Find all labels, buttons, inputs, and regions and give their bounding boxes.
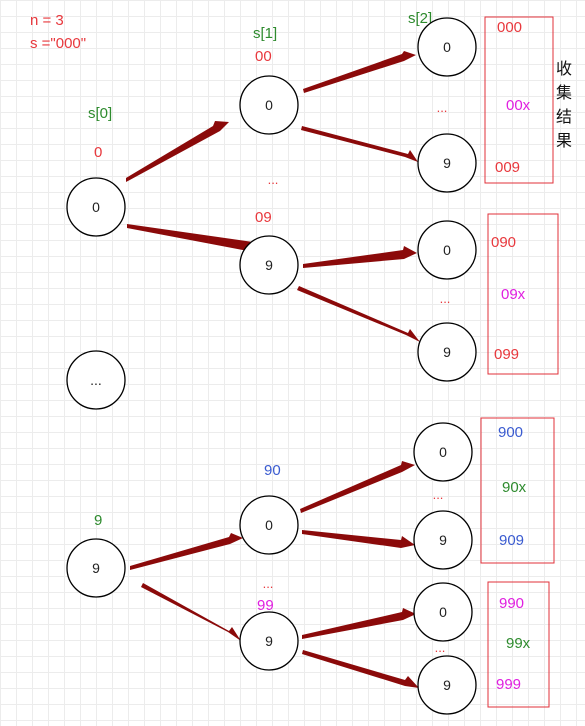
collect-label-char-3: 结 xyxy=(556,107,572,126)
node-l2-00-0: 0 xyxy=(417,17,477,77)
edge-arrow-09-to-099 xyxy=(297,286,420,342)
edge-arrow-0-to-09 xyxy=(127,224,262,259)
node-l2-99-0-value: 0 xyxy=(439,604,447,620)
label-l1-09: 09 xyxy=(255,209,272,226)
result-99x: 99x xyxy=(506,635,531,652)
ellipsis-l2-d: ... xyxy=(435,640,446,655)
result-09x: 09x xyxy=(501,286,526,303)
header-s0: s[0] xyxy=(88,105,112,122)
header-s1: s[1] xyxy=(253,25,277,42)
node-root-9-value: 9 xyxy=(92,560,100,576)
edge-arrow-90-to-900 xyxy=(300,461,415,513)
result-box-90 xyxy=(480,417,555,564)
node-root-ellipsis-value: ... xyxy=(90,372,102,388)
node-l1-0-9: 9 xyxy=(239,235,299,295)
node-l2-00-9: 9 xyxy=(417,133,477,193)
node-l2-99-9-value: 9 xyxy=(443,677,451,693)
tree-edges xyxy=(126,51,420,688)
node-l1-0-0-value: 0 xyxy=(265,97,273,113)
param-n-label: n = 3 xyxy=(30,12,64,29)
node-l1-9-9: 9 xyxy=(239,611,299,671)
ellipsis-l2-a: ... xyxy=(437,100,448,115)
node-l2-09-0: 0 xyxy=(417,220,477,280)
label-l1-90: 90 xyxy=(264,462,281,479)
node-l2-90-9: 9 xyxy=(413,510,473,570)
param-s-label: s ="000" xyxy=(30,35,86,52)
result-box-09 xyxy=(487,213,559,375)
result-099: 099 xyxy=(494,346,519,363)
node-root-9: 9 xyxy=(66,538,126,598)
result-009: 009 xyxy=(495,159,520,176)
edge-arrow-00-to-009 xyxy=(301,126,418,162)
result-900: 900 xyxy=(498,424,523,441)
edge-arrow-99-to-999 xyxy=(302,650,419,688)
node-l2-99-0: 0 xyxy=(413,582,473,642)
ellipsis-l2-c: ... xyxy=(433,487,444,502)
result-box-00 xyxy=(484,16,554,184)
result-90x: 90x xyxy=(502,479,527,496)
node-l2-90-0: 0 xyxy=(413,422,473,482)
edge-arrow-00-to-000 xyxy=(303,51,416,93)
edge-arrow-9-to-90 xyxy=(130,533,243,570)
result-000: 000 xyxy=(497,19,522,36)
node-l2-09-0-value: 0 xyxy=(443,242,451,258)
collect-label-char-4: 果 xyxy=(556,131,572,150)
node-l2-99-9: 9 xyxy=(417,655,477,715)
label-root-0: 0 xyxy=(94,144,102,161)
header-s2: s[2] xyxy=(408,10,432,27)
result-999: 999 xyxy=(496,676,521,693)
node-l1-9-9-value: 9 xyxy=(265,633,273,649)
node-l1-9-0-value: 0 xyxy=(265,517,273,533)
result-990: 990 xyxy=(499,595,524,612)
result-090: 090 xyxy=(491,234,516,251)
ellipsis-l1-bottom: ... xyxy=(263,576,274,591)
node-root-ellipsis: ... xyxy=(66,350,126,410)
result-box-99 xyxy=(487,581,550,708)
label-root-9: 9 xyxy=(94,512,102,529)
result-909: 909 xyxy=(499,532,524,549)
edge-arrow-99-to-990 xyxy=(302,608,416,639)
result-00x: 00x xyxy=(506,97,531,114)
node-l2-00-0-value: 0 xyxy=(443,39,451,55)
label-l1-00: 00 xyxy=(255,48,272,65)
edge-arrow-90-to-909 xyxy=(302,530,415,548)
node-l1-9-0: 0 xyxy=(239,495,299,555)
node-root-0-value: 0 xyxy=(92,199,100,215)
node-l2-09-9-value: 9 xyxy=(443,344,451,360)
node-root-0: 0 xyxy=(66,177,126,237)
edge-arrow-09-to-090 xyxy=(303,246,417,268)
node-l2-09-9: 9 xyxy=(417,322,477,382)
ellipsis-l1-top: ... xyxy=(268,172,279,187)
collect-label-char-1: 收 xyxy=(556,59,572,78)
node-l2-90-9-value: 9 xyxy=(439,532,447,548)
collect-label-char-2: 集 xyxy=(556,83,572,102)
label-l1-99: 99 xyxy=(257,597,274,614)
edge-arrow-0-to-00 xyxy=(126,121,229,182)
node-l2-90-0-value: 0 xyxy=(439,444,447,460)
node-l1-0-0: 0 xyxy=(239,75,299,135)
edge-arrow-9-to-99 xyxy=(141,583,241,641)
ellipsis-l2-b: ... xyxy=(440,291,451,306)
node-l1-0-9-value: 9 xyxy=(265,257,273,273)
node-l2-00-9-value: 9 xyxy=(443,155,451,171)
